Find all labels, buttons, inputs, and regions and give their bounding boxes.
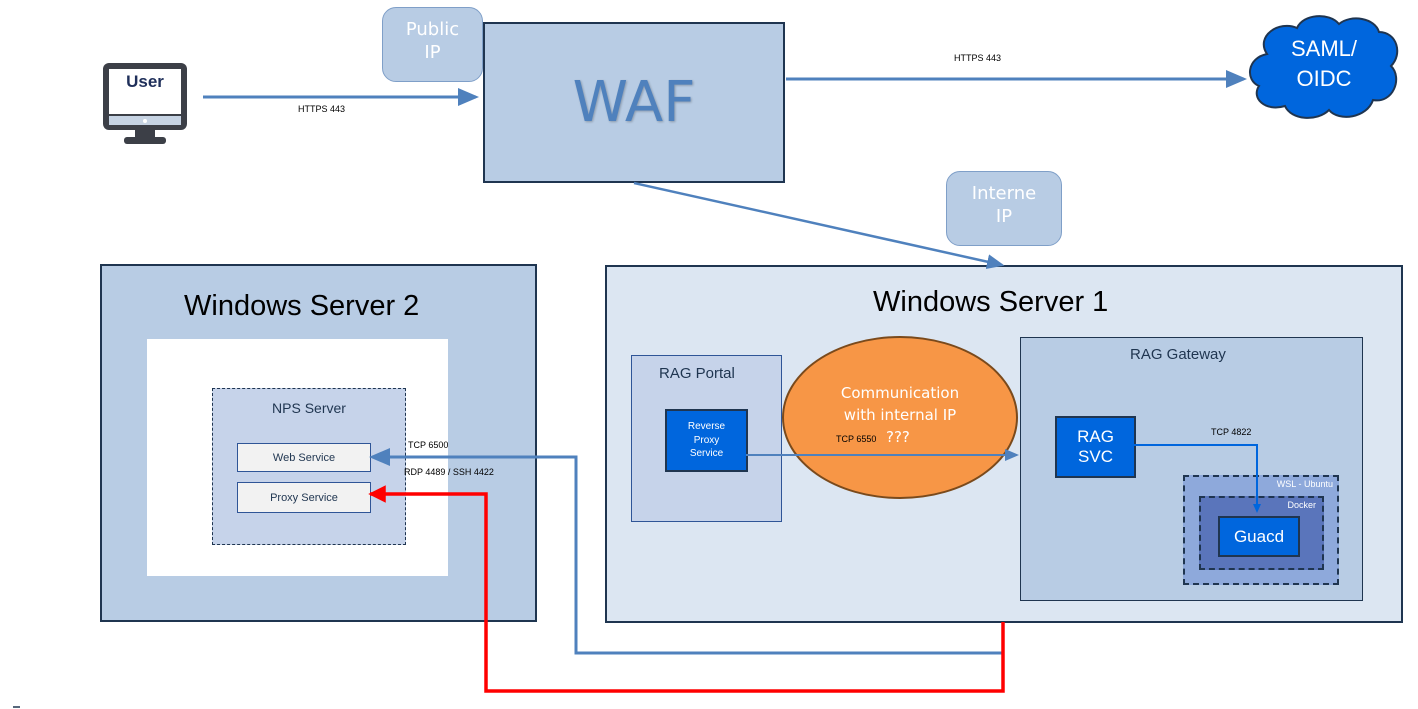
proxy-service-port-label: RDP 4489 / SSH 4422 (404, 467, 494, 477)
cloud-icon (1249, 15, 1399, 119)
user-workstation[interactable]: User (100, 61, 190, 147)
communication-line2: with internal IP (843, 406, 957, 424)
svc-to-guacd-arrow (1134, 444, 1261, 513)
waf-box[interactable]: WAF (483, 22, 785, 183)
reverse-proxy-line3: Service (689, 448, 724, 460)
web-service-return-line (369, 448, 1003, 655)
svc-port-label: TCP 4822 (1211, 427, 1252, 437)
rag-svc-line1: RAG (1077, 427, 1114, 447)
proxy-service[interactable]: Proxy Service (237, 482, 371, 513)
communication-line1: Communication (840, 384, 960, 402)
rag-gateway-title: RAG Gateway (1130, 346, 1226, 363)
public-ip-callout: Public IP (382, 7, 483, 82)
reverse-proxy-line2: Proxy (693, 434, 720, 446)
guacd[interactable]: Guacd (1218, 516, 1300, 557)
web-service-port-label: TCP 6500 (408, 440, 449, 450)
docker-label: Docker (1287, 500, 1316, 510)
idp-label-line2: OIDC (1296, 66, 1352, 91)
saml-oidc-cloud[interactable]: SAML/ OIDC (1245, 14, 1403, 122)
wsl-ubuntu-label: WSL - Ubuntu (1276, 479, 1333, 489)
wsl-ubuntu: WSL - Ubuntu Docker Guacd (1183, 475, 1339, 585)
communication-note: Communication with internal IP ??? TCP 6… (782, 336, 1018, 499)
computer-monitor-icon (103, 63, 187, 144)
nps-server-title: NPS Server (272, 400, 346, 416)
docker: Docker Guacd (1199, 496, 1324, 570)
windows-server-2-title: Windows Server 2 (184, 290, 420, 322)
user-label: User (126, 72, 164, 91)
reverse-proxy-line1: Reverse (687, 421, 726, 433)
waf-to-server1-arrow (633, 181, 1005, 270)
interne-ip-callout: Interne IP (946, 171, 1062, 246)
communication-question: ??? (886, 428, 910, 446)
user-to-waf-label: HTTPS 443 (298, 104, 346, 114)
web-service[interactable]: Web Service (237, 443, 371, 472)
portal-port-label: TCP 6550 (836, 434, 877, 444)
rag-portal-title: RAG Portal (659, 365, 735, 382)
proxy-service-return-line (368, 485, 1005, 693)
reverse-proxy-service[interactable]: Reverse Proxy Service (665, 409, 748, 472)
rag-svc-line2: SVC (1078, 447, 1113, 466)
rag-gateway: RAG Gateway RAG SVC TCP 4822 WSL - Ubunt… (1020, 337, 1363, 601)
nps-server: NPS Server Web Service Proxy Service (212, 388, 406, 545)
rag-svc[interactable]: RAG SVC (1055, 416, 1136, 478)
idp-label-line1: SAML/ (1290, 36, 1358, 61)
waf-to-idp-label: HTTPS 443 (954, 53, 1002, 63)
windows-server-1-title: Windows Server 1 (873, 286, 1109, 318)
rag-portal: RAG Portal Reverse Proxy Service (631, 355, 782, 522)
windows-server-1: Windows Server 1 RAG Portal Reverse Prox… (605, 265, 1403, 623)
waf-label: WAF (572, 70, 696, 135)
